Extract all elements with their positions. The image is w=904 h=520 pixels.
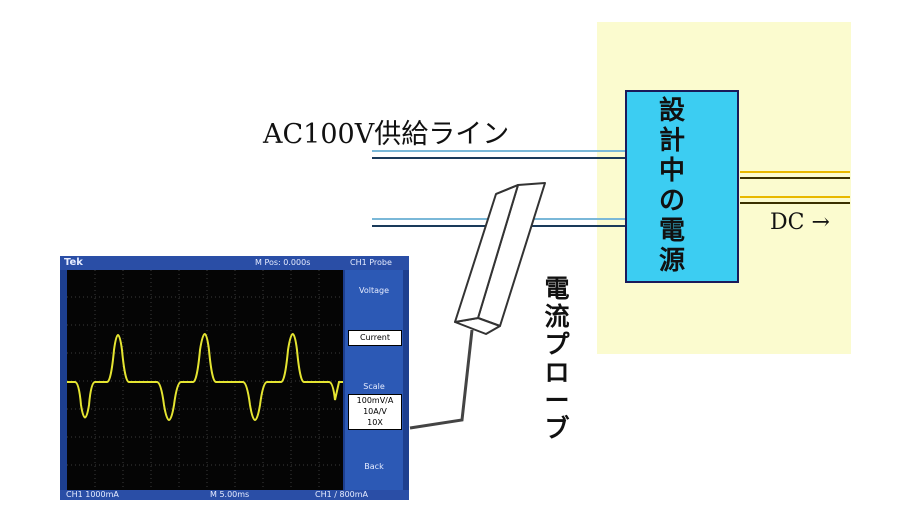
psu-char: 計 — [658, 126, 685, 156]
psu-char: 電 — [658, 216, 685, 246]
scale-option[interactable]: 10X — [367, 418, 383, 427]
scope-mpos: M Pos: 0.000s — [255, 258, 311, 267]
scope-ch-readout: CH1 1000mA — [66, 490, 119, 499]
current-probe-shape — [454, 182, 546, 335]
menu-scale-options[interactable]: 100mV/A 10A/V 10X — [348, 394, 402, 430]
psu-char: 中 — [658, 156, 685, 186]
probe-char: 流 — [544, 302, 570, 331]
probe-char: ブ — [544, 414, 570, 443]
ac-supply-label: AC100V供給ライン — [263, 119, 510, 150]
menu-back[interactable]: Back — [364, 462, 384, 471]
scope-brand: Tek — [64, 257, 83, 268]
menu-scale: Scale — [363, 382, 385, 391]
probe-char: 電 — [544, 274, 570, 303]
scale-option[interactable]: 100mV/A — [356, 396, 394, 405]
scope-bottom-bar: CH1 1000mA M 5.00ms CH1 ∕ 800mA — [60, 490, 409, 500]
power-supply-label: 設 計 中 の 電 源 — [652, 96, 692, 276]
probe-char: プ — [544, 330, 570, 359]
psu-char: 源 — [658, 246, 685, 276]
scope-menu-title: CH1 Probe — [350, 258, 392, 267]
probe-char: ー — [544, 386, 570, 415]
scope-trigger: CH1 ∕ 800mA — [315, 490, 369, 499]
probe-char: ロ — [544, 358, 570, 387]
scope-timebase: M 5.00ms — [210, 490, 250, 499]
current-probe-label: 電 流 プ ロ ー ブ — [540, 275, 574, 443]
scope-side-menu: Voltage Current Scale 100mV/A 10A/V 10X … — [345, 270, 403, 492]
psu-char: 設 — [658, 96, 685, 126]
scope-top-bar: Tek M Pos: 0.000s CH1 Probe — [60, 256, 409, 270]
dc-output-label: DC → — [770, 210, 830, 235]
menu-current[interactable]: Current — [348, 330, 402, 346]
current-waveform — [67, 333, 343, 421]
scale-option[interactable]: 10A/V — [363, 407, 387, 416]
scope-graticule-and-trace — [67, 270, 343, 492]
probe-cable — [409, 329, 474, 430]
menu-voltage[interactable]: Voltage — [358, 286, 389, 295]
scope-screen — [67, 270, 343, 492]
psu-char: の — [658, 186, 685, 216]
power-supply-box — [625, 90, 739, 283]
